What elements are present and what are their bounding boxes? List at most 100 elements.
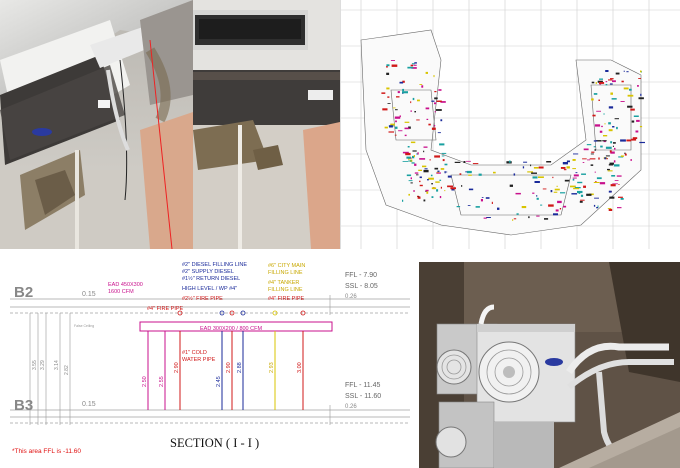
plan-annotation-mark xyxy=(635,130,639,133)
plan-annotation-mark xyxy=(566,160,570,163)
plan-annotation-mark xyxy=(610,151,615,154)
ffl-bottom: FFL - 11.45 xyxy=(345,382,381,389)
plan-annotation-mark xyxy=(390,123,395,126)
plan-annotation-mark xyxy=(515,192,521,195)
plan-annotation-mark xyxy=(536,215,540,217)
plan-annotation-mark xyxy=(596,140,602,142)
plan-annotation-mark xyxy=(412,155,415,159)
plan-annotation-mark xyxy=(468,174,472,176)
plan-annotation-mark xyxy=(384,126,388,129)
plan-annotation-mark xyxy=(621,80,624,83)
plan-annotation-mark xyxy=(402,91,408,94)
level-b3: B3 xyxy=(14,397,33,414)
height-3: 2.90 xyxy=(174,362,180,373)
plan-annotation-mark xyxy=(536,197,539,200)
plan-annotation-mark xyxy=(620,139,626,142)
plan-annotation-mark xyxy=(483,217,487,219)
plan-annotation-mark xyxy=(536,195,538,197)
plan-annotation-mark xyxy=(396,96,400,98)
duct xyxy=(139,321,333,332)
plan-annotation-mark xyxy=(461,185,463,187)
plan-annotation-mark xyxy=(566,166,570,169)
plan-annotation-mark xyxy=(620,198,624,200)
plan-annotation-mark xyxy=(577,181,583,184)
plan-annotation-mark xyxy=(618,184,620,185)
plan-annotation-mark xyxy=(402,151,409,154)
plan-annotation-mark xyxy=(430,174,433,177)
plan-annotation-mark xyxy=(481,197,484,198)
plan-annotation-mark xyxy=(586,144,592,146)
plan-annotation-mark xyxy=(412,150,417,152)
plan-annotation-mark xyxy=(556,185,558,187)
plan-annotation-mark xyxy=(608,190,612,193)
photo-outdoor-units xyxy=(419,262,680,468)
plan-annotation-mark xyxy=(431,100,435,102)
plan-annotation-mark xyxy=(605,155,610,157)
plan-annotation-mark xyxy=(405,152,411,156)
plan-annotation-mark xyxy=(404,121,410,123)
plan-annotation-mark xyxy=(597,80,603,83)
plan-annotation-mark xyxy=(624,152,626,154)
plan-annotation-mark xyxy=(513,218,517,220)
plan-annotation-mark xyxy=(450,187,456,190)
plan-annotation-mark xyxy=(591,81,595,84)
plan-annotation-mark xyxy=(617,207,622,209)
plan-annotation-mark xyxy=(615,72,620,75)
plan-annotation-mark xyxy=(604,123,606,125)
plan-annotation-mark xyxy=(465,160,471,162)
plan-annotation-mark xyxy=(562,162,568,165)
dim-top: 0.15 xyxy=(82,291,96,298)
plan-annotation-mark xyxy=(633,115,639,117)
high-level-wp-label: HIGH LEVEL / WP #4" xyxy=(182,286,237,292)
return-diesel-label: #1½" RETURN DIESEL xyxy=(182,275,240,282)
plan-annotation-mark xyxy=(417,152,419,155)
plan-annotation-mark xyxy=(425,189,429,192)
plan-annotation-mark xyxy=(594,171,596,173)
plan-annotation-mark xyxy=(594,148,596,151)
plan-annotation-mark xyxy=(411,67,417,69)
plan-annotation-mark xyxy=(521,206,527,209)
plan-annotation-mark xyxy=(594,124,601,127)
plan-annotation-mark xyxy=(578,192,581,194)
plan-annotation-mark xyxy=(553,191,558,193)
plan-annotation-mark xyxy=(616,126,618,130)
plan-annotation-mark xyxy=(626,139,632,142)
plan-annotation-mark xyxy=(423,150,425,153)
carrier-logo xyxy=(32,128,52,136)
plan-annotation-mark xyxy=(603,113,605,115)
plan-annotation-mark xyxy=(433,75,435,78)
plan-annotation-mark xyxy=(434,155,440,158)
cold-water-label: #1" COLD xyxy=(182,350,207,356)
floor-plan-drawing xyxy=(340,0,680,249)
plan-annotation-mark xyxy=(480,199,483,202)
plan-annotation-mark xyxy=(608,208,613,211)
plan-annotation-mark xyxy=(439,196,442,199)
plan-annotation-mark xyxy=(427,179,429,181)
plan-annotation-mark xyxy=(609,150,612,153)
plan-annotation-mark xyxy=(591,151,595,153)
plan-annotation-mark xyxy=(512,219,514,221)
city-main-label: #6" CITY MAIN xyxy=(268,263,305,269)
tanker-label: #4" TANKER xyxy=(268,280,299,286)
plan-annotation-mark xyxy=(485,197,490,199)
plan-annotation-mark xyxy=(451,188,455,191)
plan-annotation-mark xyxy=(580,194,584,197)
plan-annotation-mark xyxy=(583,148,589,151)
plan-annotation-mark xyxy=(417,196,421,199)
plan-annotation-mark xyxy=(602,140,607,142)
plan-annotation-mark xyxy=(431,196,434,198)
plan-annotation-mark xyxy=(614,180,619,181)
plan-annotation-mark xyxy=(456,206,461,208)
plan-annotation-mark xyxy=(454,161,461,163)
plan-annotation-mark xyxy=(412,97,415,101)
plan-annotation-mark xyxy=(560,167,566,169)
plan-annotation-mark xyxy=(570,185,576,188)
height-7: 2.93 xyxy=(269,362,275,373)
plan-annotation-mark xyxy=(605,81,608,83)
plan-annotation-mark xyxy=(394,134,397,136)
plan-annotation-mark xyxy=(573,153,579,155)
plan-annotation-mark xyxy=(509,184,513,187)
false-ceiling-label: False Ceiling xyxy=(74,324,94,328)
plan-annotation-mark xyxy=(381,92,386,94)
plan-annotation-mark xyxy=(603,135,608,137)
